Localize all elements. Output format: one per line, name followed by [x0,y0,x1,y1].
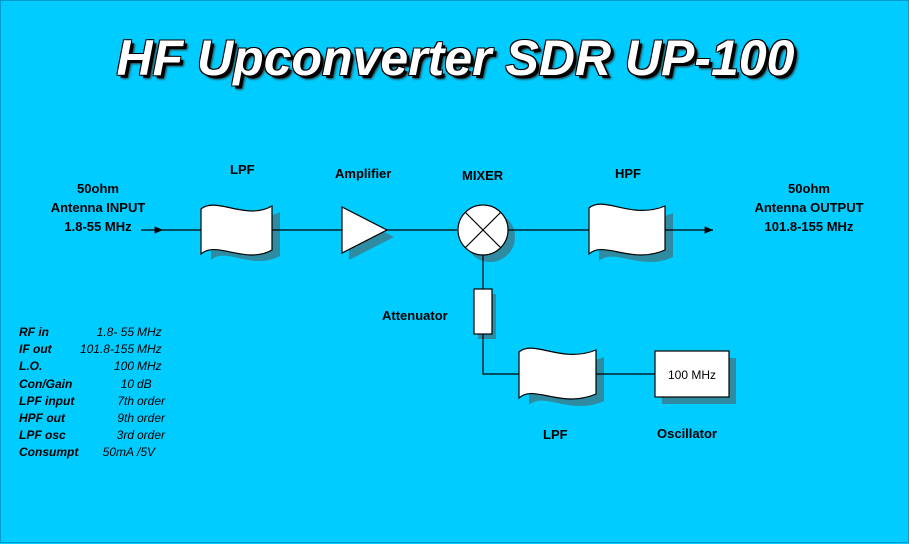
lpf-bottom-block [518,347,604,406]
output-antenna: Antenna OUTPUT [754,200,864,215]
lpf-bottom-label: LPF [543,427,568,442]
output-label: 50ohm Antenna OUTPUT 101.8-155 MHz [739,179,879,236]
spec-name: L.O. [19,359,43,374]
spec-name: LPF osc [19,428,66,443]
hpf-label: HPF [615,166,641,181]
spec-unit: order [137,410,166,425]
hpf-block [588,203,673,262]
attenuator-block [473,288,496,339]
lpf-top-block [200,204,280,261]
oscillator-frequency: 100 MHz [667,368,717,382]
input-label: 50ohm Antenna INPUT 1.8-55 MHz [33,179,163,236]
spec-row: Consumption 50mA/5V [19,444,179,461]
output-impedance: 50ohm [788,181,830,196]
lpf-top-label: LPF [230,162,255,177]
spec-value: 100 [113,359,134,374]
amplifier-label: Amplifier [335,166,392,181]
spec-name: Consumption [19,445,79,460]
output-frequency: 101.8-155 MHz [764,219,854,234]
spec-value: 50mA [102,445,134,460]
spec-name: Con/Gain [19,376,73,391]
spec-name: HPF out [19,410,65,425]
amplifier-block [341,206,394,260]
spec-unit: /5V [137,445,156,460]
oscillator-block [654,350,736,404]
mixer-block [457,204,515,262]
spec-name: RF in [19,325,49,339]
diagram-title: HF Upconverter SDR UP-100 [116,30,795,86]
input-antenna: Antenna INPUT [50,200,146,215]
spec-value: 3rd [116,428,134,443]
spec-name: LPF input [19,393,75,408]
spec-unit: dB [137,376,152,391]
input-impedance: 50ohm [77,181,119,196]
spec-value: 101.8-155 [79,342,134,357]
spec-name: IF out [19,342,52,357]
oscillator-label: Oscillator [657,426,717,441]
mixer-label: MIXER [462,168,504,183]
spec-unit: order [137,428,166,443]
spec-unit: order [137,393,166,408]
spec-unit: MHz [137,325,162,339]
spec-value: 1.8- 55 [96,325,134,339]
input-frequency: 1.8-55 MHz [64,219,132,234]
spec-value: 9th [117,410,134,425]
spec-value: 7th [117,393,134,408]
lo-line-attenuator-lpf [482,334,521,375]
spec-value: 10 [120,376,134,391]
spec-unit: MHz [137,342,162,357]
attenuator-label: Attenuator [382,308,448,323]
spec-unit: MHz [137,359,162,374]
